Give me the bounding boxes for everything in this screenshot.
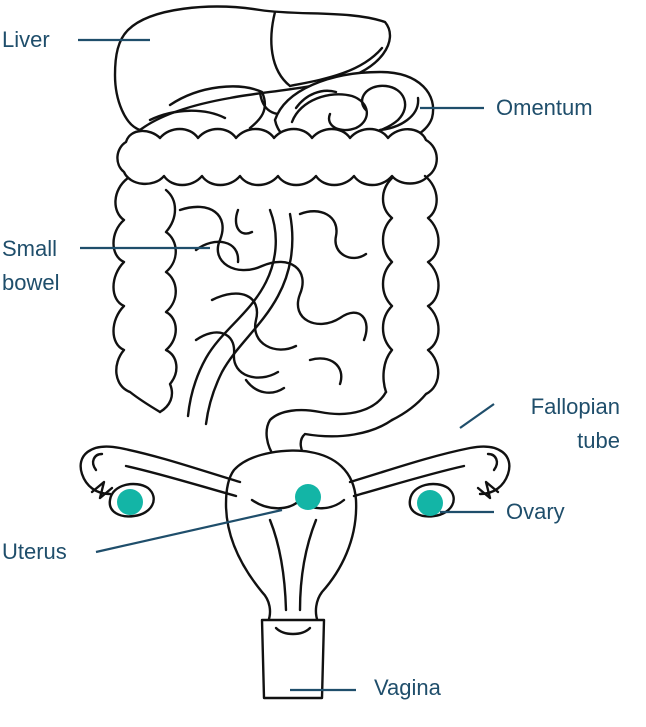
ovary-left-dot [117, 489, 143, 515]
fallopian-tube-right [348, 445, 511, 500]
ascending-colon [112, 176, 178, 414]
fallopian-tube-leader-line [459, 403, 495, 429]
small-bowel-shape [178, 205, 368, 426]
ovary-right-dot [417, 490, 443, 516]
liver-label: Liver [2, 27, 50, 52]
uterus-shape [224, 449, 358, 624]
small-bowel-label: Small bowel [2, 236, 60, 295]
ovary-label: Ovary [506, 499, 565, 524]
ovary-left-shape [108, 482, 155, 518]
vagina-shape [260, 618, 326, 700]
uterus-leader-line [95, 508, 283, 554]
uterus-dot [295, 484, 321, 510]
vagina-label: Vagina [374, 675, 441, 700]
fallopian-tube-label: Fallopian tube [530, 394, 620, 453]
uterus-label: Uterus [2, 539, 67, 564]
transverse-colon [116, 127, 438, 187]
descending-colon [381, 174, 440, 422]
omentum-label: Omentum [496, 95, 593, 120]
fallopian-tube-left [79, 445, 242, 500]
ovary-right-shape [408, 482, 455, 518]
